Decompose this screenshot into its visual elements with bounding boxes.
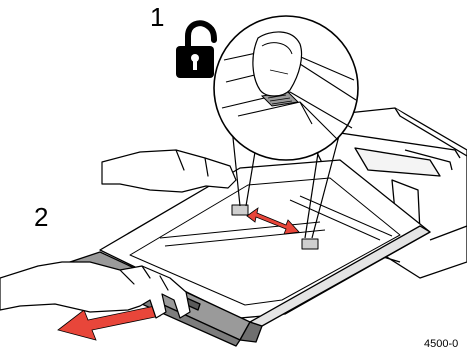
unlocked-padlock-icon xyxy=(176,23,214,78)
magnifier-detail xyxy=(214,16,358,160)
hand-pressing-lock xyxy=(102,150,236,192)
figure-id: 4500-0 xyxy=(424,339,458,350)
step-1-label: 1 xyxy=(150,4,164,30)
step-2-label: 2 xyxy=(34,204,48,230)
